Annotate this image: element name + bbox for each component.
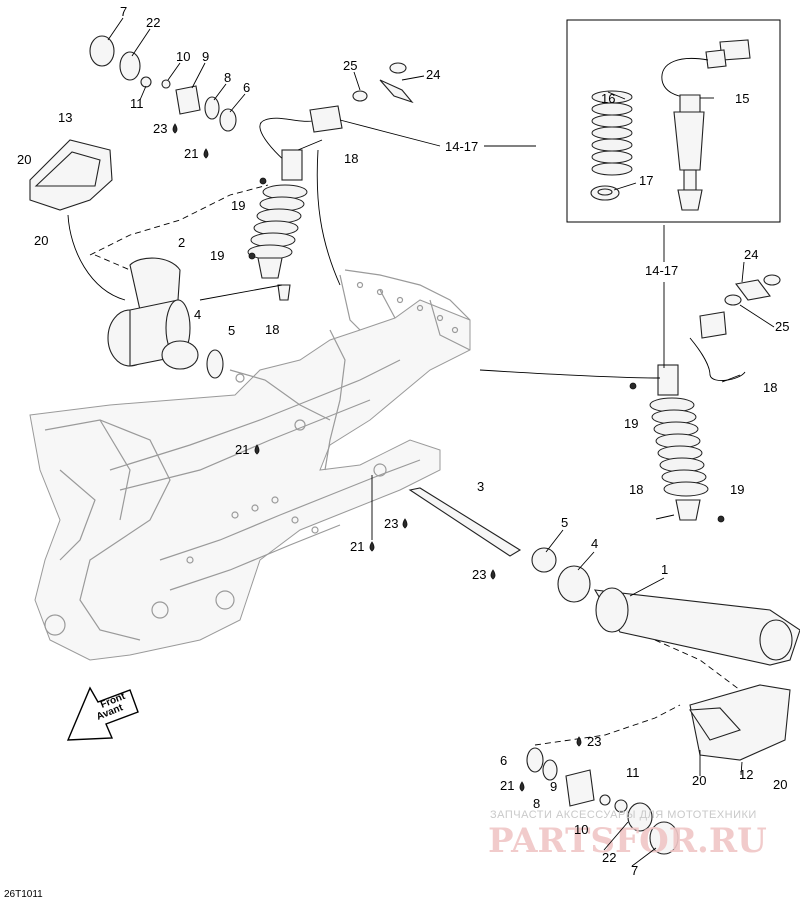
drop-icon [519, 781, 525, 792]
callout-label: 20 [34, 233, 48, 248]
callout-label: 3 [477, 479, 484, 494]
callout-label: 21 [500, 778, 514, 793]
callout-label: 23 [153, 121, 167, 136]
callout-label: 16 [601, 91, 615, 106]
callout-label: 17 [639, 173, 653, 188]
callout-label: 19 [624, 416, 638, 431]
callout-label: 21 [184, 146, 198, 161]
inset-spring-16 [591, 90, 633, 176]
callout-label: 1 [661, 562, 668, 577]
shock-detail-inset [566, 19, 781, 223]
swing-arm-assembly [408, 487, 800, 855]
lubricant-drop-icons [172, 123, 582, 792]
callout-label: 25 [775, 319, 789, 334]
callout-label: 19 [210, 248, 224, 263]
callout-label: 7 [631, 863, 638, 878]
callout-label: 12 [739, 767, 753, 782]
callout-label: 4 [194, 307, 201, 322]
callout-leaders [107, 17, 775, 867]
callout-label: 11 [130, 96, 144, 111]
callout-label: 8 [224, 70, 231, 85]
callout-label: 19 [730, 482, 744, 497]
callout-label: 23 [472, 567, 486, 582]
drop-icon [369, 541, 375, 552]
right-shock-absorber [629, 274, 781, 523]
callout-label: 6 [500, 753, 507, 768]
callout-label: 10 [176, 49, 190, 64]
callout-label: 22 [602, 850, 616, 865]
callout-label: 5 [561, 515, 568, 530]
callout-label: 9 [202, 49, 209, 64]
callout-label: 24 [744, 247, 758, 262]
callout-label: 6 [243, 80, 250, 95]
left-pivot-assembly [29, 35, 237, 379]
callout-label: 22 [146, 15, 160, 30]
callout-label: 7 [120, 4, 127, 19]
callout-label: 18 [629, 482, 643, 497]
callout-label: 24 [426, 67, 440, 82]
drop-icon [172, 123, 178, 134]
callout-label: 15 [735, 91, 749, 106]
callout-label: 8 [533, 796, 540, 811]
drop-icon [490, 569, 496, 580]
drop-icon [254, 444, 260, 455]
callout-label: 9 [550, 779, 557, 794]
left-shock-absorber [247, 62, 414, 301]
callout-label: 20 [692, 773, 706, 788]
callout-label: 18 [265, 322, 279, 337]
callout-label: 2 [178, 235, 185, 250]
callout-label: 10 [574, 822, 588, 837]
callout-label: 20 [773, 777, 787, 792]
callout-label: 25 [343, 58, 357, 73]
callout-label: 13 [58, 110, 72, 125]
front-direction-arrow: Front Avant [66, 686, 139, 741]
callout-label: 20 [17, 152, 31, 167]
watermark-brand: PARTSFOR.RU [488, 821, 767, 861]
leader-lines [67, 119, 741, 746]
watermark-subtitle: ЗАПЧАСТИ АКСЕССУАРЫ ДЛЯ МОТОТЕХНИКИ [490, 809, 757, 821]
drop-icon [576, 736, 582, 747]
callout-labels: 7 22 10 9 11 8 6 23 21 13 20 20 25 24 14… [17, 4, 789, 878]
drop-icon [402, 518, 408, 529]
callout-label: 14-17 [445, 139, 478, 154]
callout-label: 18 [344, 151, 358, 166]
vehicle-frame [29, 269, 471, 661]
callout-label: 5 [228, 323, 235, 338]
callout-label: 23 [384, 516, 398, 531]
drop-icon [203, 148, 209, 159]
callout-label: 21 [350, 539, 364, 554]
callout-label: 23 [587, 734, 601, 749]
callout-label: 18 [763, 380, 777, 395]
callout-label: 14-17 [645, 263, 678, 278]
callout-label: 11 [626, 765, 640, 780]
watermark: ЗАПЧАСТИ АКСЕССУАРЫ ДЛЯ МОТОТЕХНИКИ PART… [488, 809, 767, 861]
callout-label: 19 [231, 198, 245, 213]
figure-code: 26T1011 [4, 889, 43, 900]
callout-label: 4 [591, 536, 598, 551]
callout-label: 21 [235, 442, 249, 457]
